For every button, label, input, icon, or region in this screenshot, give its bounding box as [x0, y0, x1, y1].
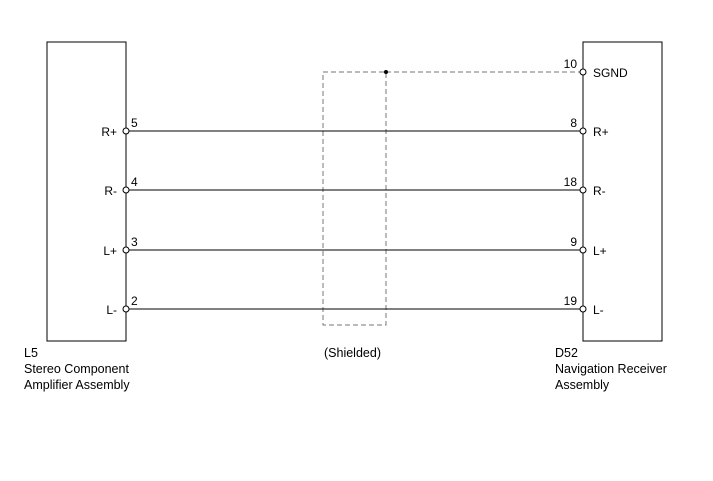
left-terminal-l-minus — [122, 305, 130, 313]
shield-junction-dot — [384, 70, 388, 74]
right-pin-label-sgnd: SGND — [593, 66, 628, 80]
right-terminal-l-minus — [579, 305, 587, 313]
left-component-name-line1: Stereo Component — [24, 362, 129, 376]
right-component-caption: D52 Navigation Receiver Assembly — [555, 345, 667, 393]
left-pin-label-r-plus: R+ — [101, 125, 117, 139]
right-pin-number-sgnd: 10 — [564, 57, 578, 71]
right-component-name-line2: Assembly — [555, 378, 610, 392]
right-pin-number-l-plus: 9 — [570, 235, 577, 249]
right-pin-label-l-plus: L+ — [593, 244, 607, 258]
right-pin-number-l-minus: 19 — [564, 294, 578, 308]
right-pin-label-r-minus: R- — [593, 184, 606, 198]
right-component-name-line1: Navigation Receiver — [555, 362, 667, 376]
right-pin-number-r-minus: 18 — [564, 175, 578, 189]
left-terminal-r-minus — [122, 186, 130, 194]
left-pin-number-l-plus: 3 — [131, 235, 138, 249]
left-terminal-l-plus — [122, 246, 130, 254]
right-component-code: D52 — [555, 346, 578, 360]
right-terminal-l-plus — [579, 246, 587, 254]
right-terminal-r-plus — [579, 127, 587, 135]
left-pin-label-l-plus: L+ — [103, 244, 117, 258]
right-pin-label-r-plus: R+ — [593, 125, 609, 139]
left-component-code: L5 — [24, 346, 38, 360]
left-pin-number-r-plus: 5 — [131, 116, 138, 130]
left-terminal-r-plus — [122, 127, 130, 135]
left-component-caption: L5 Stereo Component Amplifier Assembly — [24, 345, 130, 393]
left-pin-label-r-minus: R- — [104, 184, 117, 198]
shield-caption: (Shielded) — [324, 346, 381, 360]
left-pin-number-l-minus: 2 — [131, 294, 138, 308]
shield-box — [322, 71, 387, 326]
left-component-name-line2: Amplifier Assembly — [24, 378, 130, 392]
right-terminal-r-minus — [579, 186, 587, 194]
right-terminal-sgnd — [579, 68, 587, 76]
left-pin-number-r-minus: 4 — [131, 175, 138, 189]
left-pin-label-l-minus: L- — [106, 303, 117, 317]
right-pin-label-l-minus: L- — [593, 303, 604, 317]
right-pin-number-r-plus: 8 — [570, 116, 577, 130]
